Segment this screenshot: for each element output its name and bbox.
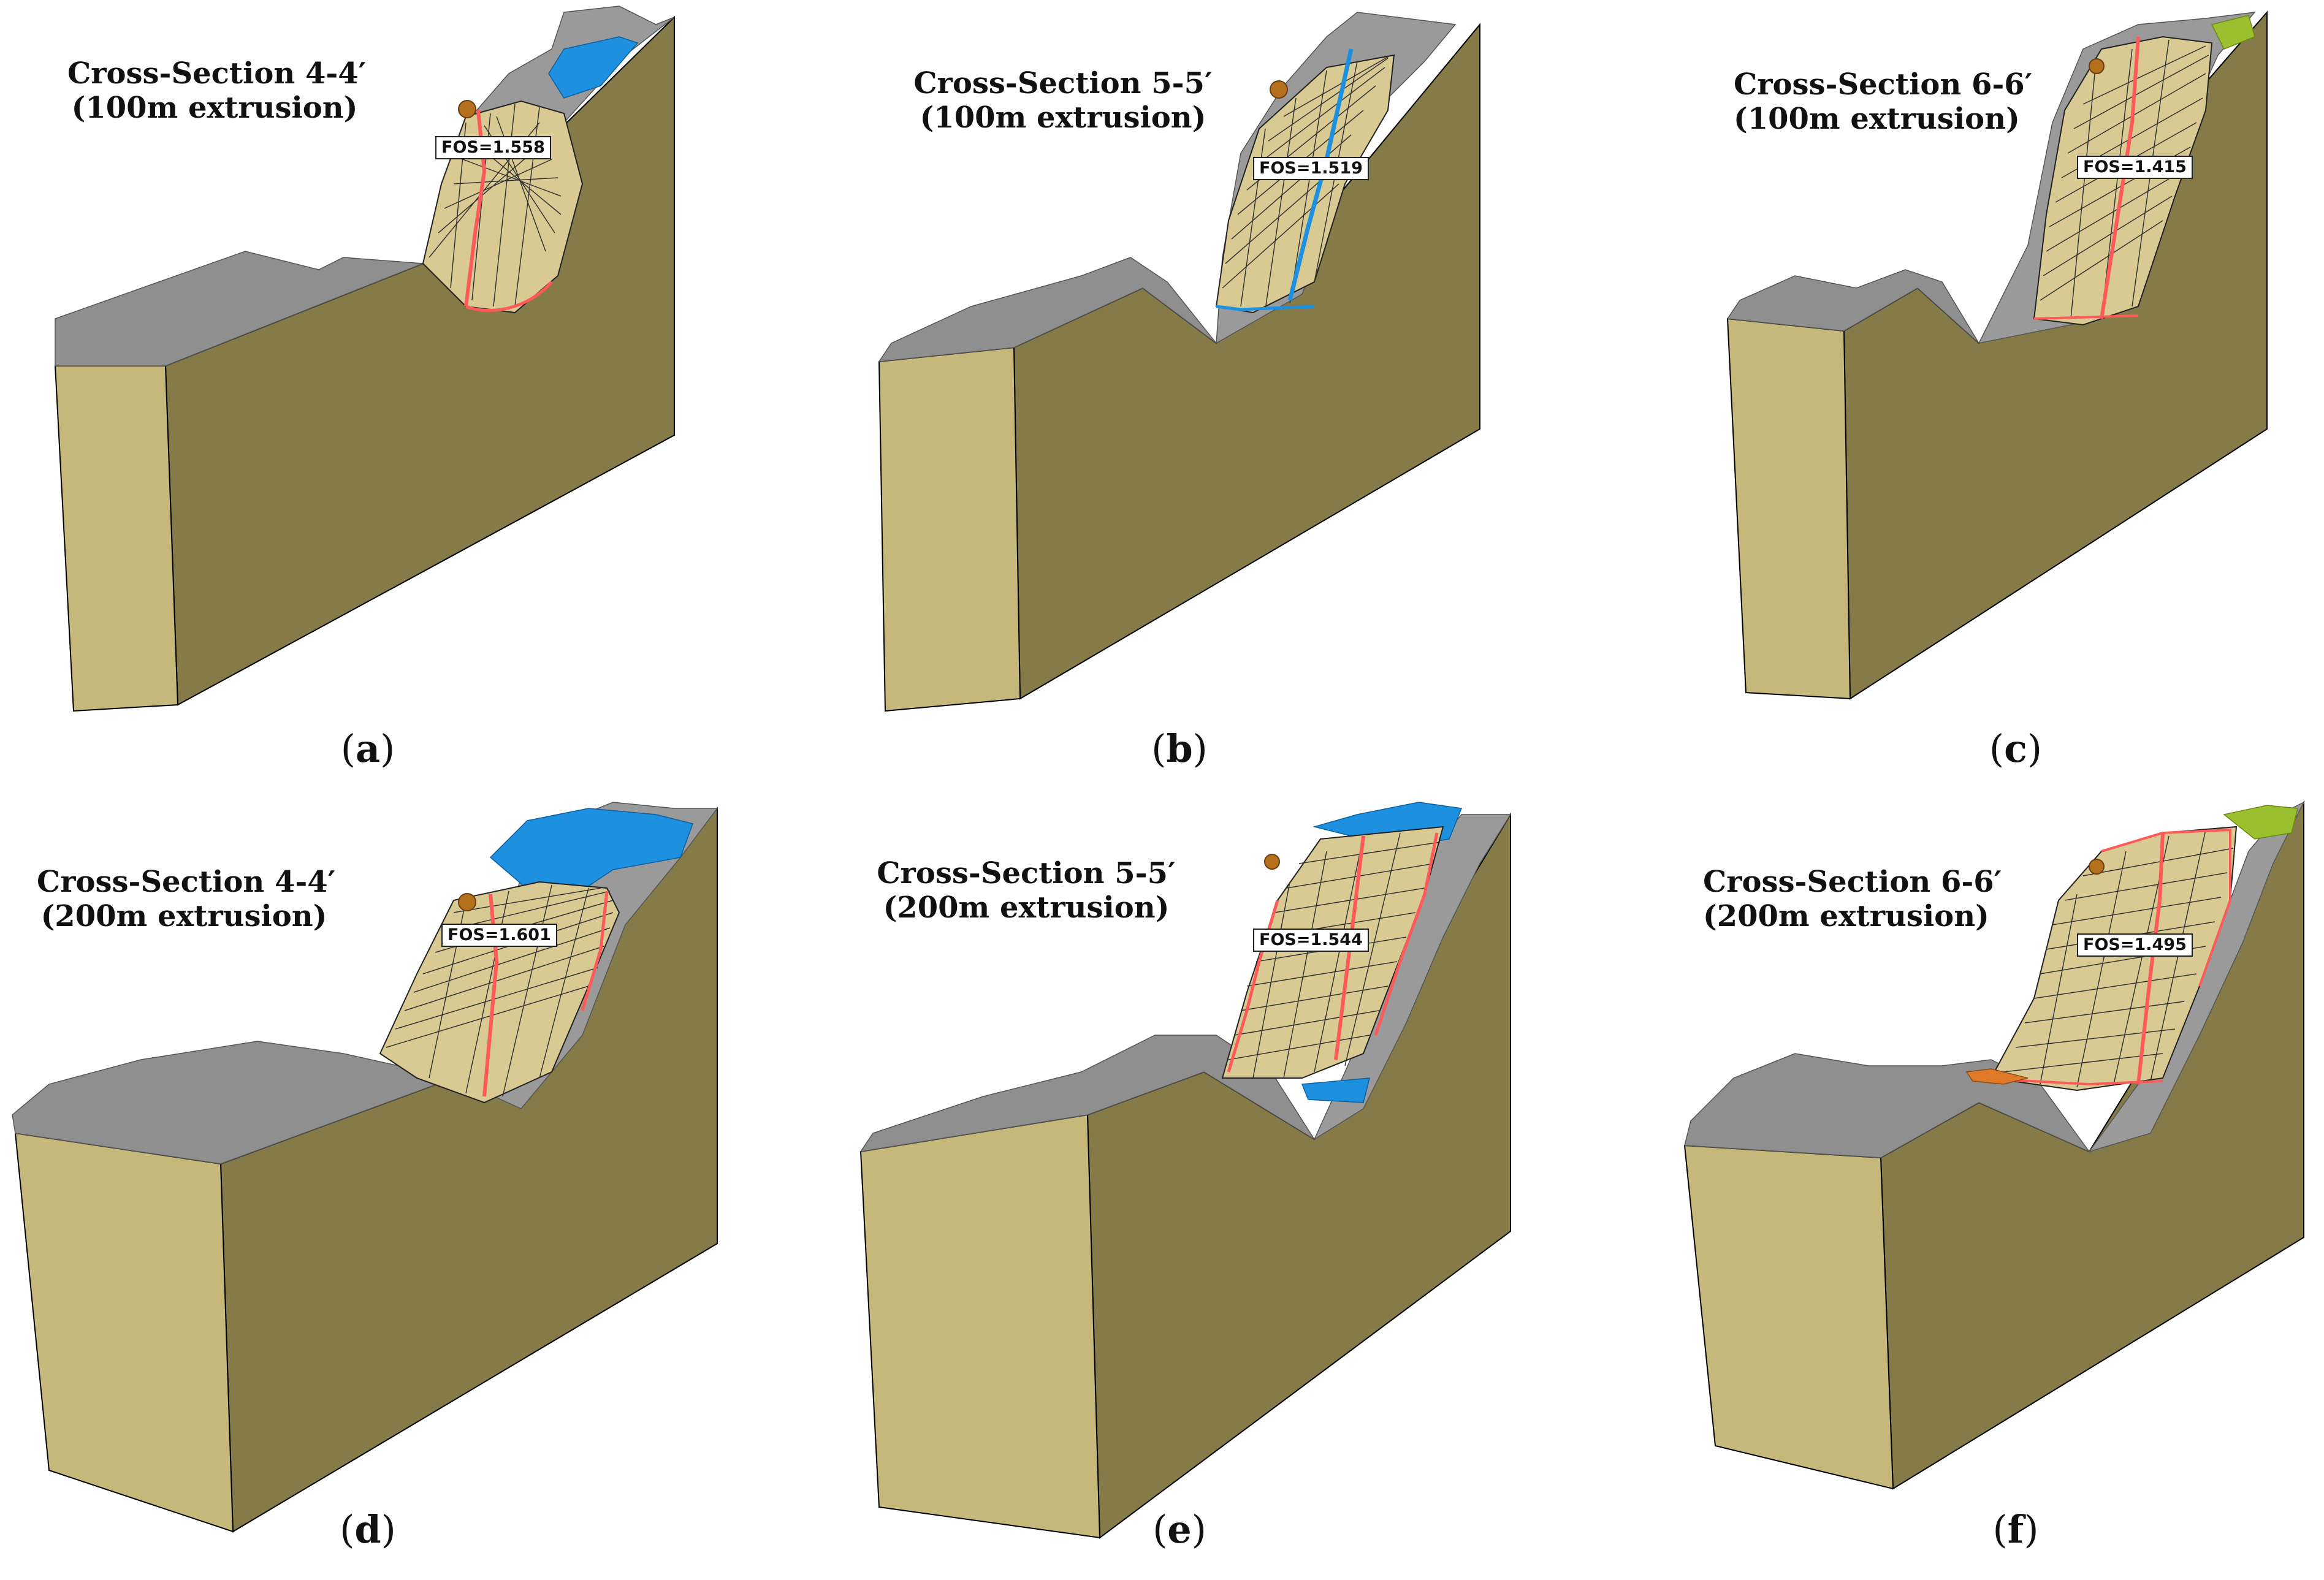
panel-caption: (a): [340, 726, 395, 771]
terrain-surface: [878, 257, 1217, 362]
panel-b: Cross-Section 5-5′ (100m extrusion) FOS=…: [775, 0, 1550, 790]
panel-e: Cross-Section 5-5′ (200m extrusion) FOS=…: [775, 790, 1550, 1580]
slip-toe-line: [2033, 314, 2139, 320]
toe-debris: [1965, 1068, 2029, 1085]
slip-mesh-lines: [429, 104, 562, 307]
panel-caption-letter: f: [2007, 1507, 2024, 1552]
fos-label: FOS=1.558: [435, 136, 551, 159]
panel-title-line2: (100m extrusion): [1734, 102, 2020, 136]
panel-caption-letter: a: [355, 726, 381, 771]
water-seepage-line: [1287, 48, 1354, 301]
slip-mesh-lines: [1222, 55, 1392, 310]
panel-title-line2: (200m extrusion): [883, 891, 1170, 925]
panel-title: Cross-Section 4-4′ (100m extrusion): [67, 56, 367, 125]
block-front-face: [878, 346, 1021, 712]
panel-title-line1: Cross-Section 4-4′: [37, 865, 336, 899]
water-table: [548, 36, 639, 99]
panel-d: Cross-Section 4-4′ (200m extrusion) FOS=…: [0, 790, 775, 1580]
marker-sphere: [2089, 58, 2105, 74]
panel-title: Cross-Section 6-6′ (200m extrusion): [1703, 865, 2002, 933]
panel-title: Cross-Section 6-6′ (100m extrusion): [1734, 67, 2033, 136]
panel-title-line1: Cross-Section 4-4′: [67, 56, 367, 91]
panel-caption: (d): [340, 1507, 396, 1552]
water-toe: [1301, 1077, 1370, 1103]
terrain-surface: [1726, 269, 1979, 344]
panel-caption: (e): [1152, 1507, 1206, 1552]
marker-sphere: [1264, 854, 1280, 870]
panel-title-line1: Cross-Section 5-5′: [877, 856, 1176, 891]
marker-sphere: [1270, 80, 1288, 99]
block-front-face: [14, 1132, 234, 1533]
fos-label: FOS=1.601: [441, 924, 557, 947]
panel-caption: (b): [1151, 726, 1208, 771]
marker-sphere: [458, 893, 476, 911]
panel-title-line2: (100m extrusion): [920, 101, 1206, 135]
vegetation-patch: [2211, 15, 2255, 50]
fos-label: FOS=1.495: [2077, 933, 2193, 957]
slope-model-d: [12, 802, 718, 1533]
vegetation-patch: [2223, 805, 2298, 840]
marker-sphere: [458, 100, 476, 118]
panel-c: Cross-Section 6-6′ (100m extrusion) FOS=…: [1550, 0, 2324, 790]
block-front-face: [54, 365, 179, 712]
panel-caption-letter: e: [1167, 1507, 1192, 1552]
panel-a: Cross-Section 4-4′ (100m extrusion) FOS=…: [0, 0, 775, 790]
panel-title-line1: Cross-Section 6-6′: [1734, 67, 2033, 102]
panel-caption-letter: c: [2004, 726, 2027, 771]
panel-title-line1: Cross-Section 5-5′: [913, 66, 1213, 101]
panel-title-line2: (200m extrusion): [1703, 899, 1989, 933]
panel-title-line2: (200m extrusion): [40, 899, 327, 933]
block-front-face: [1683, 1144, 1894, 1490]
panel-title: Cross-Section 4-4′ (200m extrusion): [37, 865, 336, 933]
panel-title-line2: (100m extrusion): [71, 91, 358, 125]
terrain-surface: [55, 251, 424, 367]
panel-f: Cross-Section 6-6′ (200m extrusion) FOS=…: [1550, 790, 2324, 1580]
fos-label: FOS=1.415: [2077, 156, 2193, 179]
panel-title: Cross-Section 5-5′ (200m extrusion): [873, 856, 1179, 925]
panel-caption-letter: b: [1166, 726, 1193, 771]
fos-label: FOS=1.519: [1253, 157, 1369, 180]
water-toe-line: [1216, 305, 1315, 311]
terrain-surface: [12, 1041, 455, 1164]
panel-title-line1: Cross-Section 6-6′: [1703, 865, 2002, 899]
block-front-face: [859, 1114, 1101, 1539]
slope-model-b: [878, 12, 1480, 712]
block-front-face: [1726, 317, 1851, 700]
slip-upper-line: [2101, 828, 2231, 987]
panel-caption: (c): [1989, 726, 2043, 771]
slope-model-f: [1683, 800, 2305, 1490]
slip-boundary-line: [581, 891, 609, 1011]
fos-label: FOS=1.544: [1253, 929, 1369, 952]
panel-caption: (f): [1992, 1507, 2039, 1552]
slip-boundary-line: [465, 281, 553, 312]
slope-model-e: [859, 802, 1512, 1539]
slip-mass: [1215, 54, 1395, 314]
marker-sphere: [2089, 859, 2105, 875]
panel-caption-letter: d: [354, 1507, 381, 1552]
terrain-surface: [859, 1035, 1315, 1153]
panel-title: Cross-Section 5-5′ (100m extrusion): [910, 66, 1216, 135]
